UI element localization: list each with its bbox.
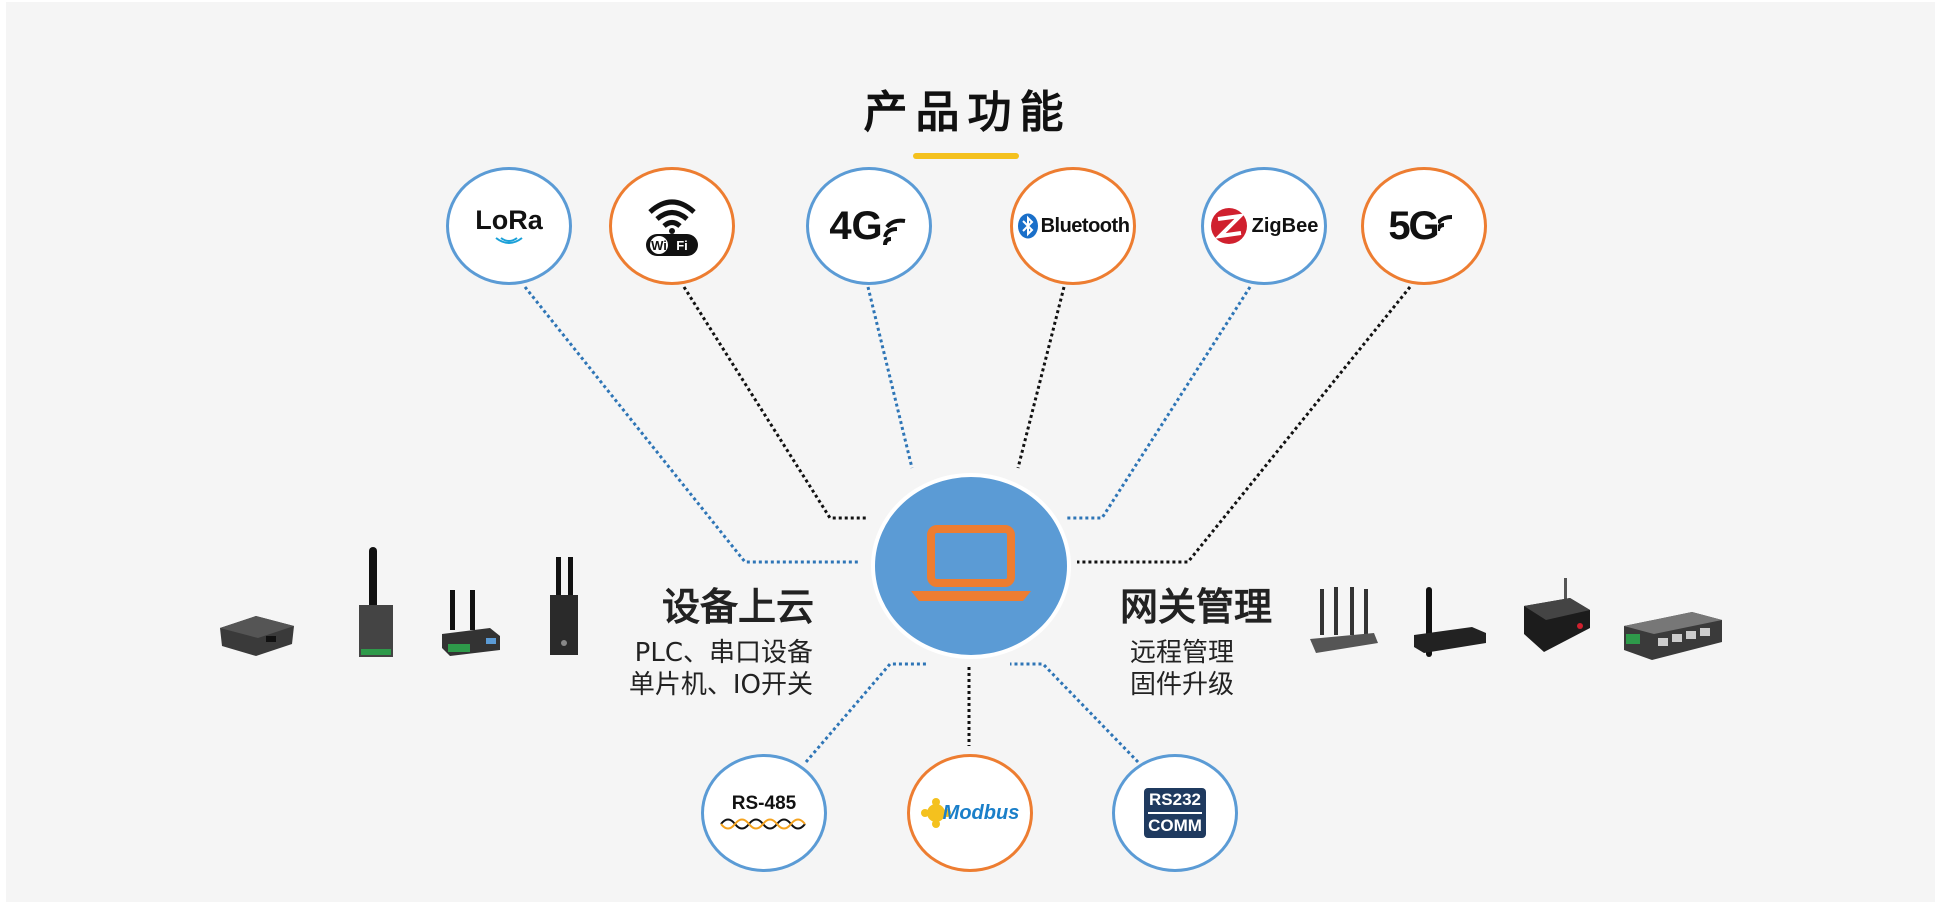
connector-5g: [1077, 286, 1412, 564]
connector-rs485: [804, 662, 926, 763]
rs232-badge: RS232 COMM: [1144, 788, 1206, 838]
wifi-icon: Wi Fi: [646, 199, 698, 256]
bluetooth-label: Bluetooth: [1040, 214, 1130, 237]
rs232-line1: RS232: [1148, 790, 1202, 814]
modbus-label: Modbus: [942, 801, 1020, 824]
right-panel-line2: 固件升级: [1130, 670, 1235, 700]
connector-4g: [866, 286, 914, 469]
node-bluetooth: Bluetooth: [1010, 167, 1136, 285]
lora-label: LoRa: [475, 204, 543, 235]
industrial-switch-icon: [1624, 612, 1722, 660]
industrial-router-icon: [442, 590, 500, 656]
4g-label: 4G: [829, 203, 883, 248]
connector-lora: [523, 286, 858, 564]
signal-icon: [882, 218, 905, 245]
bluetooth-icon: [1017, 213, 1038, 239]
background-panel: [6, 2, 1935, 902]
node-rs485: RS-485: [701, 754, 827, 872]
connector-rs232: [1010, 662, 1140, 764]
connector-wifi: [682, 286, 868, 520]
node-lora: LoRa: [446, 167, 572, 285]
connector-bluetooth: [1016, 286, 1066, 469]
connector-zigbee: [1066, 286, 1252, 520]
title-underline: [913, 153, 1019, 159]
5g-label: 5G: [1388, 203, 1439, 248]
node-wifi: Wi Fi Wi Fi: [609, 167, 735, 285]
wifi-router-icon: [1310, 587, 1378, 653]
lora-waves-icon: [495, 236, 523, 244]
laptop-icon: [911, 525, 1031, 601]
node-zigbee: ZigBee: [1201, 167, 1327, 285]
rs485-label: RS-485: [731, 793, 797, 814]
twisted-pair-icon: [720, 818, 806, 830]
signal-icon: [1437, 214, 1452, 231]
page-title: 产品功能: [863, 87, 1072, 138]
svg-text:Fi: Fi: [676, 238, 688, 253]
din-rail-gateway-icon: [550, 557, 578, 655]
node-5g: 5G: [1361, 167, 1487, 285]
node-modbus: Modbus: [907, 754, 1033, 872]
gateway-box-icon: [220, 616, 294, 656]
hub-circle: [871, 473, 1071, 659]
right-panel-line1: 远程管理: [1130, 638, 1235, 668]
left-panel-line1: PLC、串口设备: [634, 638, 813, 668]
wifi-label: Wi Fi: [672, 226, 673, 227]
modbus-logo-icon: [920, 798, 951, 828]
node-rs232: RS232 COMM: [1112, 754, 1238, 872]
4g-router-icon: [1414, 587, 1486, 657]
left-panel-title: 设备上云: [662, 585, 815, 629]
vehicle-router-icon: [1524, 578, 1590, 652]
node-4g: 4G: [806, 167, 932, 285]
right-panel-title: 网关管理: [1120, 585, 1273, 629]
left-panel-line2: 单片机、IO开关: [628, 670, 813, 700]
svg-text:Wi: Wi: [651, 238, 667, 253]
rs232-line2: COMM: [1148, 816, 1202, 835]
zigbee-icon: [1210, 208, 1247, 244]
zigbee-label: ZigBee: [1251, 214, 1319, 237]
antenna-module-icon: [359, 547, 393, 657]
